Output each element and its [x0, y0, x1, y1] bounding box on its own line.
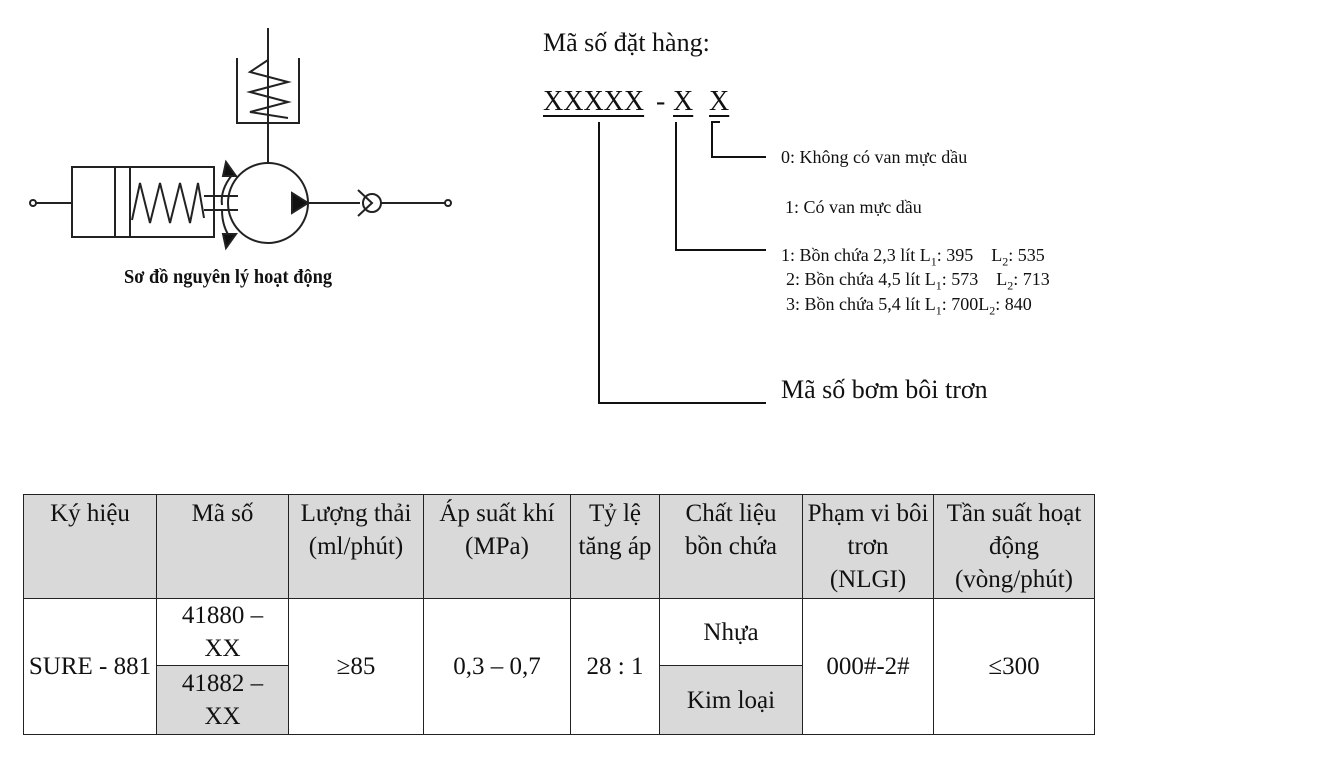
table-header-row: Ký hiệu Mã số Lượng thải (ml/phút) Áp su… [23, 494, 1095, 599]
cylinder-body [71, 166, 215, 238]
pump-direction-arrow [291, 191, 310, 215]
cell-nlgi: 000#-2# [802, 598, 934, 735]
check-valve-seat [357, 189, 374, 217]
valve-option-0: 0: Không có van mực dầu [781, 147, 968, 167]
code-tank-part: X [673, 86, 694, 117]
diagram-caption: Sơ đồ nguyên lý hoạt động [124, 266, 333, 288]
tank-option-1: 1: Bồn chứa 2,3 lít L1: 395 L2: 535 [781, 245, 1045, 269]
reservoir [236, 58, 300, 124]
outlet-port [444, 199, 452, 207]
spec-table: Ký hiệu Mã số Lượng thải (ml/phút) Áp su… [23, 494, 1095, 735]
header-discharge: Lượng thải (ml/phút) [288, 494, 424, 599]
code-connector-lines [598, 121, 766, 404]
header-code: Mã số [156, 494, 289, 599]
header-boost-ratio: Tỷ lệ tăng áp [570, 494, 660, 599]
header-air-pressure: Áp suất khí (MPa) [423, 494, 571, 599]
table-row: 41882 – XX Kim loại [24, 665, 1095, 735]
code-valve-part: X [709, 86, 730, 117]
tank-option-2: 2: Bồn chứa 4,5 lít L1: 573 L2: 713 [786, 269, 1050, 293]
cell-code-0: 41880 – XX [156, 598, 289, 666]
code-dash: - [656, 86, 666, 117]
cell-air-pressure: 0,3 – 0,7 [423, 598, 571, 735]
cell-material-0: Nhựa [659, 598, 803, 666]
pump-schematic [29, 28, 452, 251]
code-main-part: XXXXX [543, 86, 645, 117]
cell-symbol: SURE - 881 [23, 598, 157, 735]
cell-boost-ratio: 28 : 1 [570, 598, 660, 735]
pump-code-label: Mã số bơm bôi trơn [781, 375, 988, 404]
spring [131, 182, 205, 224]
header-frequency: Tần suất hoạt động (vòng/phút) [933, 494, 1095, 599]
header-symbol: Ký hiệu [23, 494, 157, 599]
tank-option-3: 3: Bồn chứa 5,4 lít L1: 700L2: 840 [786, 294, 1032, 318]
table-row: SURE - 881 41880 – XX ≥85 0,3 – 0,7 28 :… [23, 598, 1095, 735]
header-nlgi: Phạm vi bôi trơn (NLGI) [802, 494, 934, 599]
cell-code-1: 41882 – XX [156, 665, 289, 735]
cell-frequency: ≤300 [933, 598, 1095, 735]
valve-option-1: 1: Có van mực dầu [785, 197, 922, 217]
cell-material-1: Kim loại [659, 665, 803, 735]
inlet-port [29, 199, 37, 207]
cell-discharge: ≥85 [288, 598, 424, 735]
reservoir-spring [246, 59, 292, 119]
order-code-title: Mã số đặt hàng: [543, 28, 710, 57]
header-tank-material: Chất liệu bồn chứa [659, 494, 803, 599]
